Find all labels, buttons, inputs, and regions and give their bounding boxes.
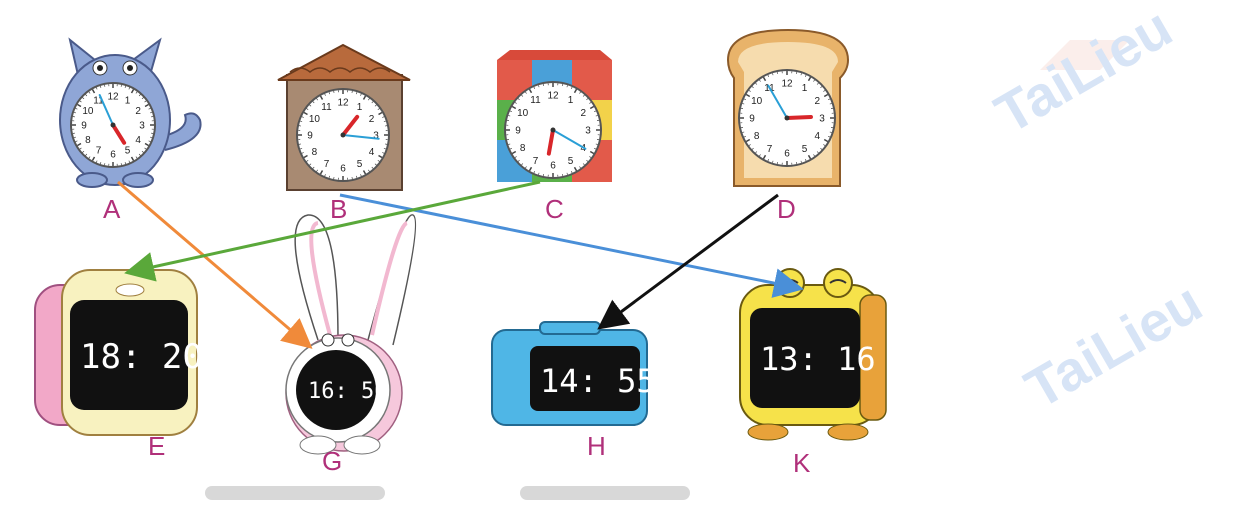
clock-numeral: 5 [357,159,363,170]
clock-numeral: 7 [767,144,773,155]
label-g: G [322,446,342,476]
clock-numeral: 4 [815,131,821,142]
center-pin [341,133,346,138]
label-h: H [587,431,606,461]
clock-numeral: 12 [107,92,119,103]
clock-numeral: 1 [125,95,131,106]
clock-numeral: 10 [309,114,321,125]
clock-numeral: 6 [784,149,790,160]
clock-numeral: 8 [754,131,760,142]
digital-time-g: 16: 56 [308,379,387,404]
svg-text:TaiLieu: TaiLieu [1015,270,1213,420]
clock-numeral: 3 [139,121,145,132]
clock-numeral: 2 [815,96,821,107]
clock-numeral: 5 [125,146,131,157]
clock-numeral: 9 [515,126,521,137]
clock-g-rabbit [286,215,416,454]
clock-face-d: 121234567891011 [739,70,835,166]
label-c: C [545,194,564,224]
watermark-bottom-right: TaiLieu [1015,270,1213,420]
clock-numeral: 2 [135,106,141,117]
clock-numeral: 12 [337,98,349,109]
shelf-shadow-right [520,486,690,500]
clock-numeral: 6 [110,150,116,161]
clock-numeral: 6 [340,164,346,175]
clock-numeral: 1 [357,102,363,113]
clock-numeral: 12 [547,91,559,102]
clock-numeral: 7 [96,146,102,157]
clock-numeral: 11 [321,102,332,113]
label-d: D [777,194,796,224]
shelf-shadow-left [205,486,385,500]
digital-time-e: 18: 20 [80,337,203,377]
clock-numeral: 9 [81,121,87,132]
clock-numeral: 3 [373,131,379,142]
label-a: A [103,194,121,224]
label-e: E [148,431,165,461]
clock-numeral: 5 [802,144,808,155]
clock-numeral: 3 [819,114,825,125]
clock-numeral: 8 [85,135,91,146]
clock-numeral: 9 [749,114,755,125]
center-pin [551,128,556,133]
clock-numeral: 10 [751,96,763,107]
clock-numeral: 6 [550,161,556,172]
clock-numeral: 4 [135,135,141,146]
clock-numeral: 12 [781,79,793,90]
clock-numeral: 3 [585,126,591,137]
clock-numeral: 4 [369,147,375,158]
digital-time-h: 14: 55 [540,362,656,400]
hour-hand [787,117,811,118]
clock-numeral: 1 [802,83,808,94]
clock-numeral: 9 [307,131,313,142]
clock-numeral: 2 [581,108,587,119]
clock-numeral: 7 [533,156,539,167]
clock-numeral: 7 [324,159,330,170]
clock-numeral: 10 [82,106,94,117]
clock-numeral: 11 [530,95,541,106]
clock-numeral: 10 [517,108,529,119]
label-b: B [330,194,347,224]
center-pin [111,123,116,128]
clock-numeral: 5 [568,156,574,167]
clock-face-b: 12 12 3 45678 9 1011 [297,89,389,181]
clock-numeral: 2 [369,114,375,125]
clock-numeral: 8 [312,147,318,158]
center-pin [785,116,790,121]
clock-numeral: 1 [568,95,574,106]
svg-text:TaiLieu: TaiLieu [985,0,1183,145]
digital-time-k: 13: 16 [760,340,876,378]
clock-numeral: 8 [520,143,526,154]
watermark-top-right: TaiLieu [985,0,1183,145]
label-k: K [793,448,811,478]
